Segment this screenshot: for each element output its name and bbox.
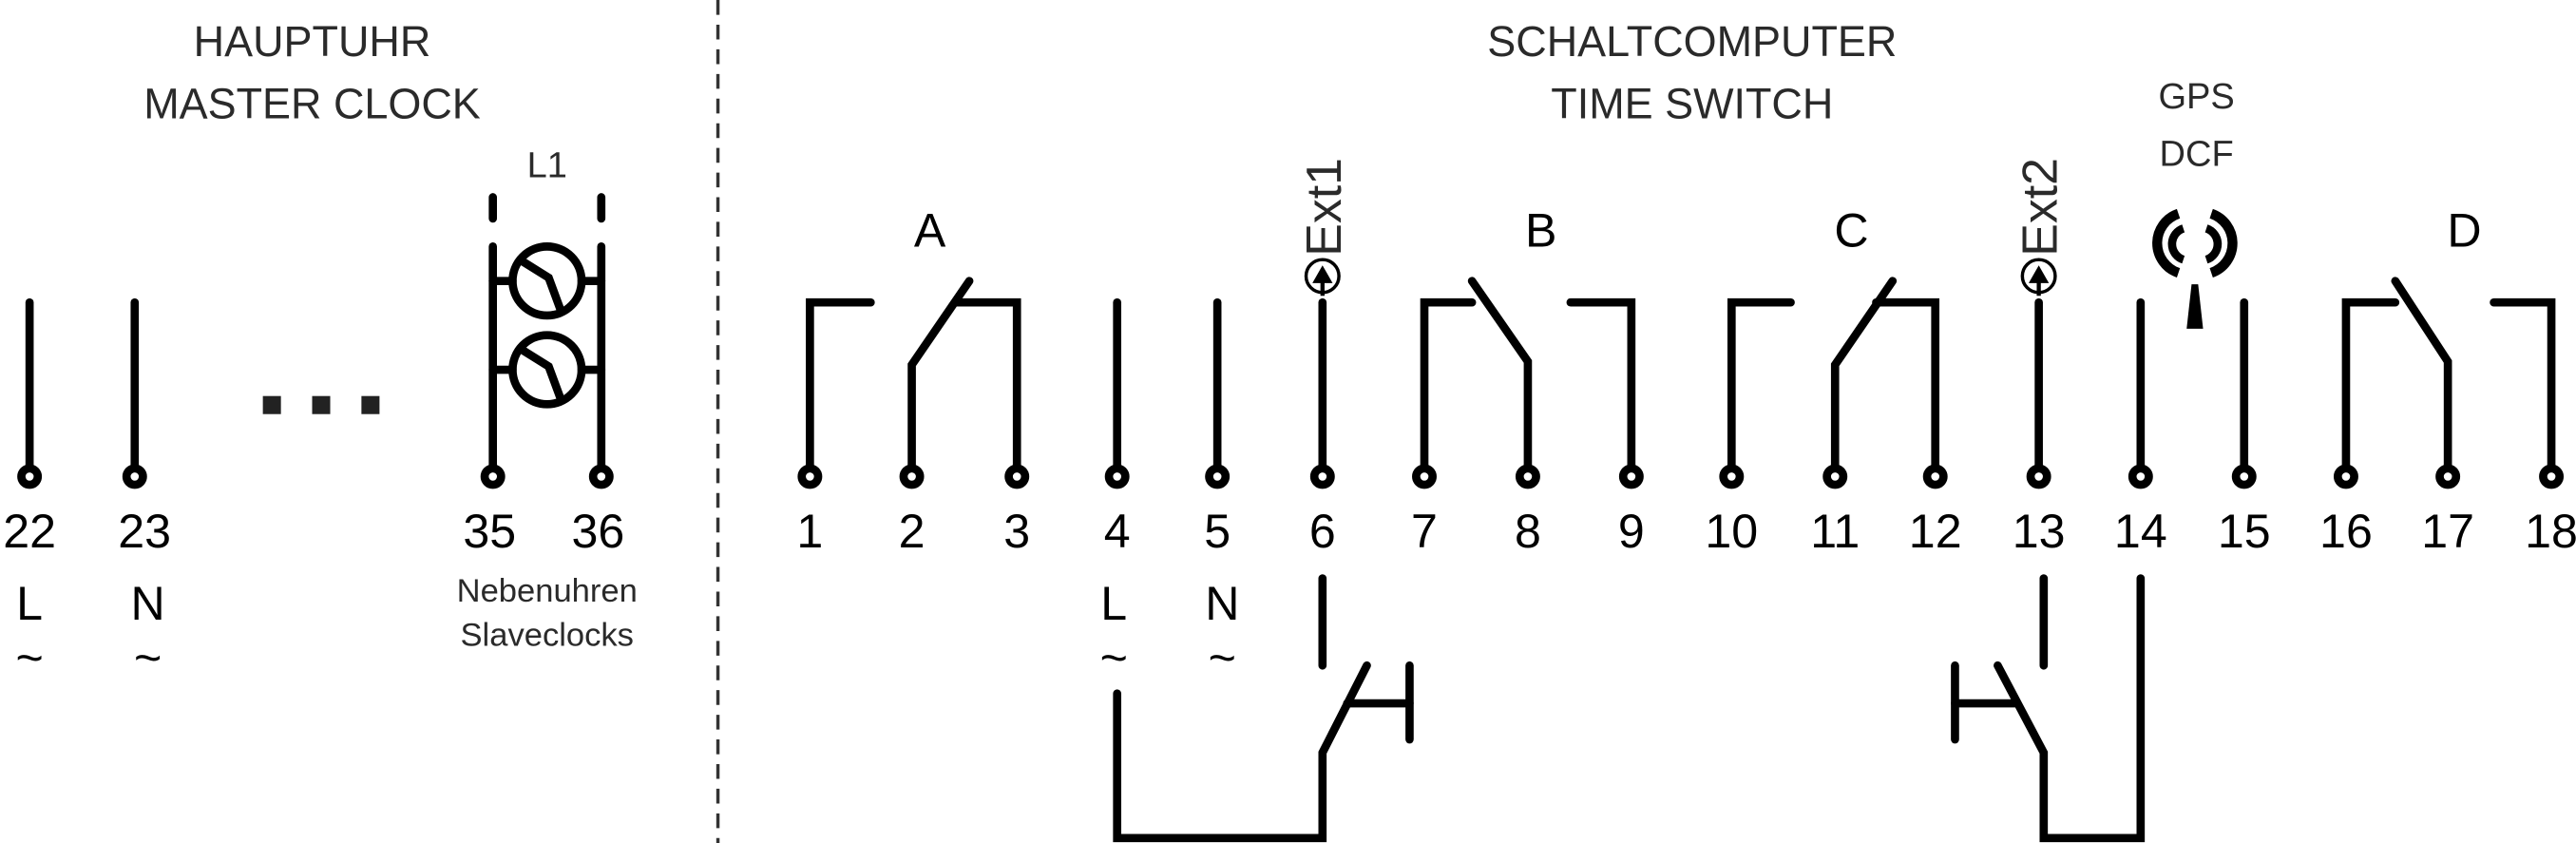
terminal-22 xyxy=(17,464,43,489)
terminal-11 xyxy=(1822,464,1848,489)
terminal-9 xyxy=(1618,464,1644,489)
ext1-label: Ext1 xyxy=(1296,158,1351,257)
channel-c-label: C xyxy=(1834,203,1868,257)
ellipsis-icon xyxy=(262,395,380,414)
ac-symbol: ~ xyxy=(15,631,43,684)
terminal-14 xyxy=(2128,464,2153,489)
terminal-number: 2 xyxy=(899,505,925,558)
slave-note-en: Slaveclocks xyxy=(460,618,633,654)
channel-d-label: D xyxy=(2447,203,2481,257)
terminal-16 xyxy=(2333,464,2358,489)
time-switch-title-en: TIME SWITCH xyxy=(1551,80,1833,128)
terminal-12 xyxy=(1922,464,1948,489)
terminal-18 xyxy=(2539,464,2565,489)
terminal-10 xyxy=(1719,464,1745,489)
channel-b-label: B xyxy=(1525,203,1556,257)
neutral-label: N xyxy=(131,577,165,630)
antenna-icon xyxy=(2152,208,2238,329)
master-clock-title-de: HAUPTUHR xyxy=(194,17,431,66)
terminal-number: 17 xyxy=(2421,505,2474,558)
terminal-number: 18 xyxy=(2525,505,2576,558)
terminal-23 xyxy=(122,464,147,489)
channel-a-label: A xyxy=(914,203,946,257)
terminal-number: 7 xyxy=(1411,505,1438,558)
slave-note-de: Nebenuhren xyxy=(457,573,638,609)
terminal-17 xyxy=(2435,464,2461,489)
terminal-number: 23 xyxy=(118,505,171,558)
terminal-number: 11 xyxy=(1810,505,1860,558)
terminal-2 xyxy=(899,464,925,489)
terminal-number: 35 xyxy=(463,505,516,558)
terminal-6 xyxy=(1309,464,1335,489)
ac-symbol: ~ xyxy=(1209,631,1236,684)
terminal-15 xyxy=(2231,464,2257,489)
terminal-number: 3 xyxy=(1003,505,1030,558)
terminal-8 xyxy=(1515,464,1540,489)
phase-label: L xyxy=(16,577,43,630)
master-clock-wiring xyxy=(25,193,606,471)
terminal-13 xyxy=(2026,464,2051,489)
terminal-7 xyxy=(1412,464,1437,489)
terminal-35 xyxy=(480,464,506,489)
terminal-number: 1 xyxy=(796,505,823,558)
terminal-number: 36 xyxy=(571,505,624,558)
terminal-number: 4 xyxy=(1104,505,1131,558)
time-switch-title-de: SCHALTCOMPUTER xyxy=(1487,17,1897,66)
terminal-number: 10 xyxy=(1705,505,1758,558)
ac-symbol: ~ xyxy=(134,631,162,684)
terminal-number: 14 xyxy=(2114,505,2167,558)
terminal-36 xyxy=(588,464,614,489)
terminal-number: 9 xyxy=(1618,505,1645,558)
terminal-number: 22 xyxy=(3,505,56,558)
terminal-4 xyxy=(1104,464,1130,489)
terminal-number: 5 xyxy=(1204,505,1231,558)
slave-line-label: L1 xyxy=(527,146,567,186)
terminal-number: 8 xyxy=(1515,505,1541,558)
terminal-number: 12 xyxy=(1909,505,1962,558)
master-clock-title-en: MASTER CLOCK xyxy=(143,80,481,128)
ext2-label: Ext2 xyxy=(2013,158,2068,257)
terminal-1 xyxy=(797,464,823,489)
terminal-number: 15 xyxy=(2218,505,2271,558)
phase-label: L xyxy=(1100,577,1127,630)
time-switch-wiring xyxy=(806,277,2556,843)
ac-symbol: ~ xyxy=(1100,631,1128,684)
neutral-label: N xyxy=(1205,577,1239,630)
terminal-number: 16 xyxy=(2319,505,2373,558)
dcf-label: DCF xyxy=(2160,135,2234,175)
terminal-3 xyxy=(1004,464,1030,489)
gps-label: GPS xyxy=(2158,77,2234,117)
terminal-number: 13 xyxy=(2013,505,2066,558)
ext2-input: Ext2 xyxy=(2013,158,2068,297)
terminal-5 xyxy=(1205,464,1231,489)
terminal-number: 6 xyxy=(1309,505,1336,558)
ext1-input: Ext1 xyxy=(1296,158,1351,297)
